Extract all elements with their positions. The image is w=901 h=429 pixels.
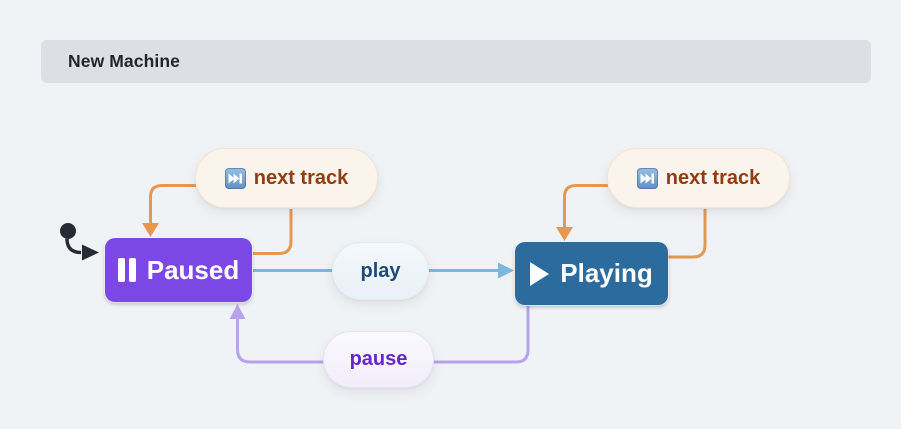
event-label: next track [253,166,349,189]
state-playing[interactable]: Playing [515,242,668,305]
next-track-icon [224,167,246,189]
state-label: Playing [560,258,653,288]
arrowhead [498,262,514,279]
event-next-track-paused[interactable]: next track [195,148,378,208]
machine-title: New Machine [68,51,180,71]
machine-header[interactable]: New Machine [41,40,871,83]
event-next-track-playing[interactable]: next track [607,148,790,208]
initial-state-dot [60,223,76,239]
event-label: pause [349,348,408,370]
event-label: next track [665,166,761,189]
event-play[interactable]: play [332,242,429,300]
initial-state-arrow [60,223,99,261]
state-paused[interactable]: Paused [105,238,252,302]
event-label: play [360,259,401,282]
transition-next-track-playing-edge[interactable] [556,184,707,259]
transition-next-track-paused-edge[interactable] [142,184,293,255]
arrowhead [229,304,246,319]
event-pause[interactable]: pause [323,331,434,388]
arrowhead [556,227,573,241]
state-label: Paused [146,254,240,285]
pause-icon [117,258,136,282]
arrowhead [142,223,159,237]
next-track-icon [636,167,658,189]
play-icon [530,261,550,286]
